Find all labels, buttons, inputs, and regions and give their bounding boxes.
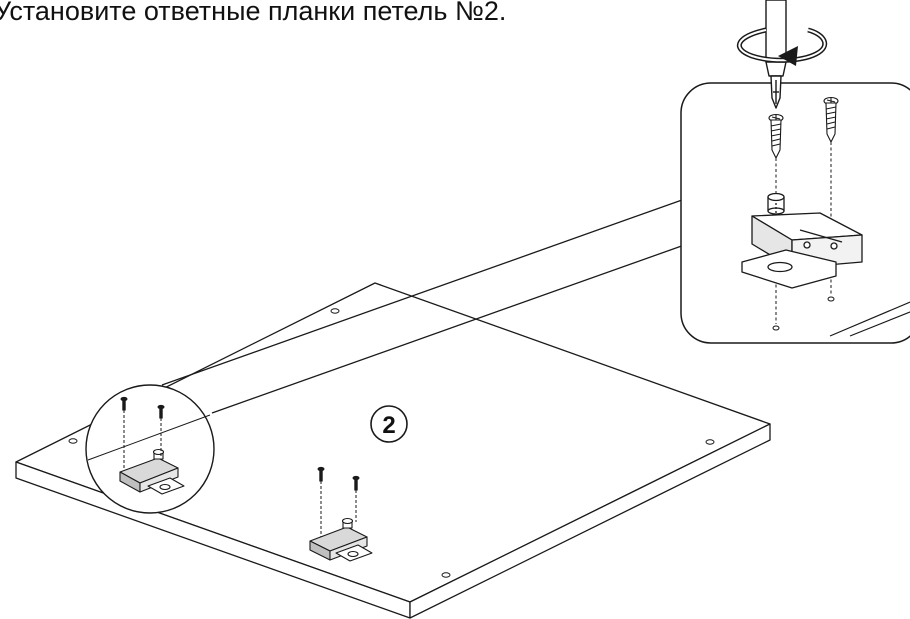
detail-inset-frame: [680, 82, 910, 344]
panel-holes: [68, 308, 715, 578]
hinge-mounting-plate-icon: [119, 448, 185, 495]
hole: [68, 438, 78, 444]
instruction-text: Установите ответные планки петель №2.: [0, 0, 507, 26]
panel-edge-detail: [829, 299, 910, 337]
detail-inset: [680, 82, 910, 344]
panel-right-edge: [409, 423, 771, 619]
hinge-mounting-plate-icon: [309, 517, 373, 562]
step-number-badge: 2: [370, 405, 408, 443]
hole: [772, 325, 780, 331]
detail-connector-lines: [161, 199, 691, 414]
hole: [330, 308, 340, 314]
step-number: 2: [382, 412, 395, 439]
hole: [705, 439, 715, 445]
screw-icon: [120, 396, 165, 470]
hole: [827, 296, 835, 302]
hole: [441, 572, 451, 578]
rotation-arrow-icon: [737, 27, 828, 66]
hinge-mounting-plate-icon: [741, 192, 863, 289]
screw-icon: [768, 113, 784, 160]
magnifier-circle-icon: [85, 384, 215, 514]
screwdriver-icon: [765, 0, 787, 109]
screw-icon: [317, 466, 360, 546]
screw-icon: [823, 96, 839, 144]
hinge-assembly-center: [309, 466, 373, 562]
